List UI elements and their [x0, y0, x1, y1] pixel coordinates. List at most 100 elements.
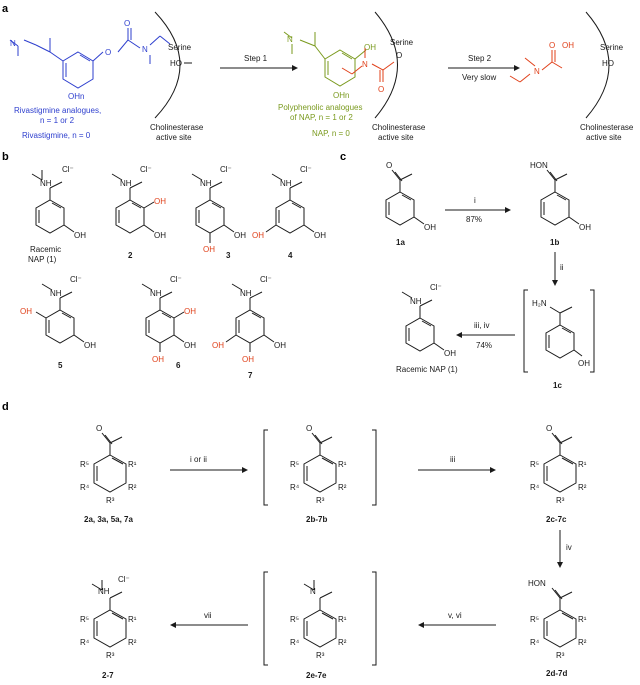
compound-6-oh: OH: [184, 341, 196, 350]
inter-e-n: N: [310, 587, 316, 596]
nap-ohn: OHn: [333, 91, 349, 100]
compound-1-name: NAP (1): [28, 255, 57, 264]
final-r4: R⁴: [80, 638, 90, 647]
compound-7-oh-red-2: OH: [242, 355, 254, 364]
compound-7-nh: NH: [240, 289, 252, 298]
racemic-nap-nh: NH: [410, 297, 422, 306]
rivastigmine-n-atom: N: [10, 39, 16, 48]
compound-6-oh-red-2: OH: [152, 355, 164, 364]
serine-label-1: Serine: [168, 43, 192, 52]
bracket-1c-right: [590, 289, 595, 373]
polyphenolic-label-2: of NAP, n = 1 or 2: [290, 113, 353, 122]
compound-1a-label: 1a: [396, 238, 405, 247]
compound-1b-label: 1b: [550, 238, 559, 247]
compound-3-label: 3: [226, 251, 231, 260]
compound-6-structure: [141, 283, 185, 352]
nap-n0-label: NAP, n = 0: [312, 129, 350, 138]
compound-2b-structure: [303, 432, 337, 493]
compound-1-cl: Cl⁻: [62, 165, 74, 174]
compound-1a-oh: OH: [424, 223, 436, 232]
step-vii-label: vii: [204, 611, 212, 620]
active-site-label-1a: Cholinesterase: [150, 123, 204, 132]
active-site-label-2a: Cholinesterase: [372, 123, 426, 132]
inter-b-r2: R²: [338, 483, 347, 492]
compound-5-oh-red: OH: [20, 307, 32, 316]
compound-1-structure: [31, 170, 75, 234]
inter-e-r4: R⁴: [290, 638, 300, 647]
active-site-arc-3: [585, 11, 610, 119]
compound-1-nh: NH: [40, 179, 52, 188]
compound-2d-structure: [543, 587, 577, 648]
compound-2-oh: OH: [154, 231, 166, 240]
compound-2c-structure: [543, 432, 577, 493]
compound-6-cl: Cl⁻: [170, 275, 182, 284]
start-label: 2a, 3a, 5a, 7a: [84, 515, 133, 524]
compound-4-oh: OH: [314, 231, 326, 240]
step-v-vi-label: v, vi: [448, 611, 462, 620]
inter-b-r5: R⁵: [290, 460, 299, 469]
compound-7-cl: Cl⁻: [260, 275, 272, 284]
active-site-arc-1: [154, 11, 181, 119]
compound-1b-oh: OH: [579, 223, 591, 232]
compound-7-structure: [225, 283, 275, 352]
compound-4-structure: [265, 173, 315, 234]
rivastigmine-label: Rivastigmine analogues,: [14, 106, 101, 115]
final-r3: R³: [106, 651, 115, 660]
step2-label: Step 2: [468, 54, 492, 63]
carbamic-n-atom: N: [534, 67, 540, 76]
compound-1c-oh: OH: [578, 359, 590, 368]
compound-3-oh: OH: [234, 231, 246, 240]
inter-c-r3: R³: [556, 496, 565, 505]
racemic-nap-oh: OH: [444, 349, 456, 358]
inter-c-r1: R¹: [578, 460, 587, 469]
inter-e-r5: R⁵: [290, 615, 299, 624]
inter-c-label: 2c-7c: [546, 515, 567, 524]
final-label: 2-7: [102, 671, 114, 680]
panel-label-c: c: [340, 151, 346, 163]
final-r1: R¹: [128, 615, 137, 624]
inter-b-label: 2b-7b: [306, 515, 327, 524]
compound-5-oh: OH: [84, 341, 96, 350]
inter-c-o: O: [546, 424, 552, 433]
step1-label: Step 1: [244, 54, 268, 63]
compound-6-nh: NH: [150, 289, 162, 298]
compound-2-cl: Cl⁻: [140, 165, 152, 174]
active-site-label-2b: active site: [378, 133, 414, 142]
rivastigmine-carbonyl-o: O: [124, 19, 130, 28]
rivastigmine-structure: [9, 28, 171, 89]
panel-label-b: b: [2, 151, 9, 163]
inter-d-hon: HON: [528, 579, 546, 588]
rivastigmine-n0: Rivastigmine, n = 0: [22, 131, 91, 140]
bracket-2b-right: [372, 429, 377, 506]
racemic-nap-label: Racemic NAP (1): [396, 365, 458, 374]
inter-b-r4: R⁴: [290, 483, 300, 492]
compound-1a-structure: [385, 169, 425, 226]
inter-b-o: O: [306, 424, 312, 433]
compound-5-nh: NH: [50, 289, 62, 298]
compound-6-label: 6: [176, 361, 181, 370]
inter-c-r4: R⁴: [530, 483, 540, 492]
final-nh: NH: [98, 587, 110, 596]
step-i-ii-label: i or ii: [190, 455, 207, 464]
inter-b-r3: R³: [316, 496, 325, 505]
compound-2-nh: NH: [120, 179, 132, 188]
compound-1a-o: O: [386, 161, 392, 170]
nap-n-atom: N: [287, 35, 293, 44]
step-iv-label: iv: [566, 543, 572, 552]
compound-1-racemic: Racemic: [30, 245, 61, 254]
racemic-nap-cl: Cl⁻: [430, 283, 442, 292]
compound-6-oh-red: OH: [184, 307, 196, 316]
rivastigmine-ohn: OHn: [68, 92, 84, 101]
step-i-label: i: [474, 196, 476, 205]
compound-final-structure: [91, 580, 127, 648]
carbamoyl-o-atom: O: [378, 85, 384, 94]
bracket-2e-right: [372, 571, 377, 666]
compound-1b-structure: [540, 169, 580, 226]
inter-e-r1: R¹: [338, 615, 347, 624]
inter-c-r2: R²: [578, 483, 587, 492]
final-r2: R²: [128, 638, 137, 647]
carbamoyl-n-atom: N: [362, 60, 368, 69]
compound-2-label: 2: [128, 251, 133, 260]
compound-4-cl: Cl⁻: [300, 165, 312, 174]
